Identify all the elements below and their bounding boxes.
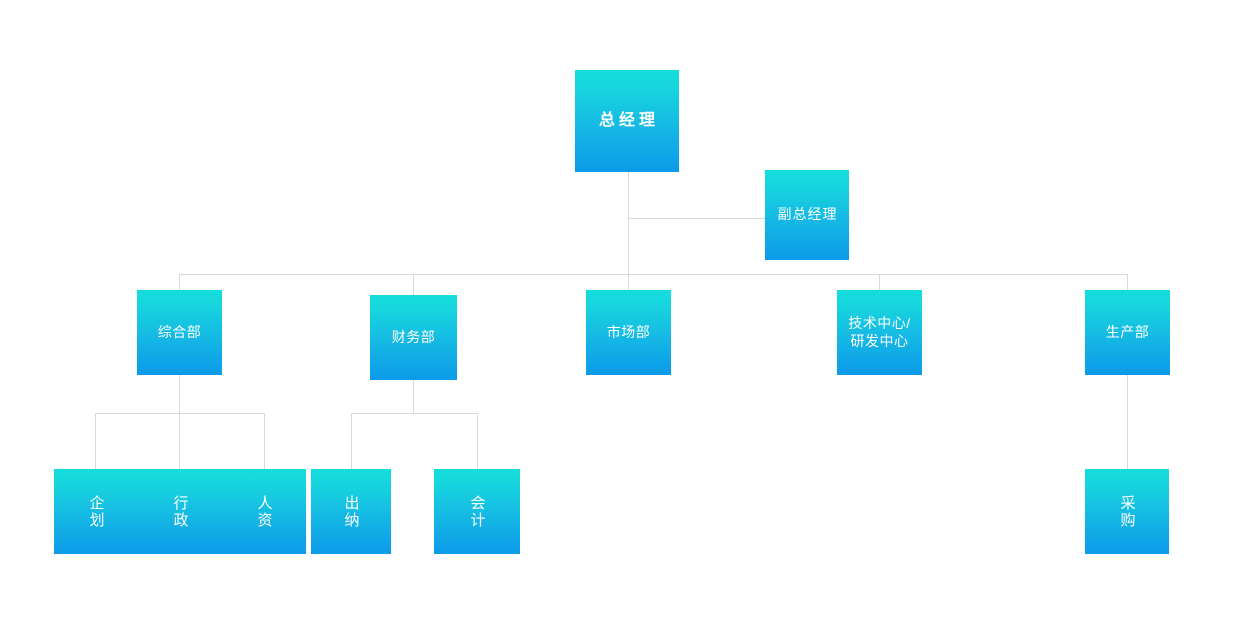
connector-produce-to-purchase [1127,374,1128,470]
connector-drop-general [179,274,180,291]
node-human-resources[interactable]: 人资 [222,469,306,554]
connector-finance-bus [351,413,478,414]
connector-drop-market [628,274,629,291]
node-planning[interactable]: 企划 [54,469,138,554]
node-production-dept[interactable]: 生产部 [1085,290,1170,375]
node-deputy-general-manager[interactable]: 副总经理 [765,170,849,260]
node-marketing-dept[interactable]: 市场部 [586,290,671,375]
connector-drop-admin [179,413,180,470]
node-general-affairs-dept[interactable]: 综合部 [137,290,222,375]
connector-drop-planning [95,413,96,470]
node-cashier[interactable]: 出纳 [311,469,391,554]
connector-drop-hr [264,413,265,470]
node-general-manager[interactable]: 总经理 [575,70,679,172]
node-purchasing[interactable]: 采购 [1085,469,1169,554]
connector-drop-account [477,413,478,470]
connector-gm-to-dgm [628,218,765,219]
node-administration[interactable]: 行政 [138,469,222,554]
connector-finance-stem [413,380,414,414]
connector-drop-finance [413,274,414,296]
node-accounting[interactable]: 会计 [434,469,520,554]
connector-general-stem [179,374,180,413]
connector-drop-tech [879,274,880,291]
connector-level2-bus [179,274,1128,275]
node-tech-rd-center[interactable]: 技术中心/ 研发中心 [837,290,922,375]
node-finance-dept[interactable]: 财务部 [370,295,457,380]
connector-drop-cashier [351,413,352,470]
connector-general-bus [95,413,265,414]
connector-drop-produce [1127,274,1128,291]
connector-gm-spine [628,172,629,275]
